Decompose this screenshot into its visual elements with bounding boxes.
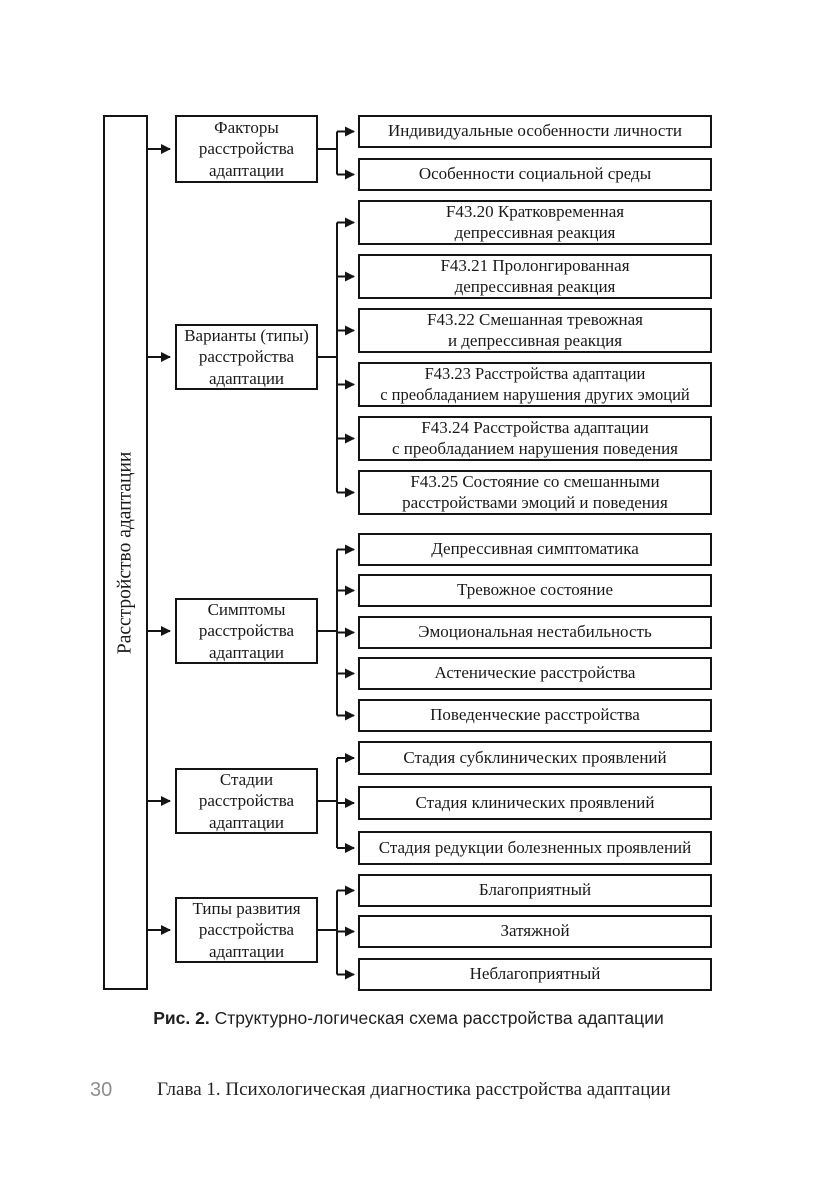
leaf-label: Благоприятный [478,880,592,900]
leaf-label: Неблагоприятный [469,964,601,984]
leaf-label: F43.22 Смешанная тревожная и депрессивна… [427,309,643,350]
leaf-box-emotional-instability: Эмоциональная нестабильность [358,616,712,649]
leaf-box-f43-24: F43.24 Расстройства адаптации с преоблад… [358,416,712,461]
leaf-box-social-environment: Особенности социальной среды [358,158,712,191]
leaf-label: Стадия клинических проявлений [415,792,655,812]
leaf-box-favorable: Благоприятный [358,874,712,907]
leaf-label: Индивидуальные особенности личности [387,121,683,141]
chapter-title: Глава 1. Психологическая диагностика рас… [157,1079,671,1100]
root-box-adjustment-disorder: Расстройство адаптации [103,115,148,990]
leaf-box-reduction-stage: Стадия редукции болезненных проявлений [358,831,712,865]
leaf-box-f43-22: F43.22 Смешанная тревожная и депрессивна… [358,308,712,353]
leaf-label: F43.20 Кратковременная депрессивная реак… [445,201,625,242]
branch-label: Симптомы расстройства адаптации [198,600,295,662]
branch-box-factors: Факторы расстройства адаптации [175,115,318,183]
leaf-box-f43-25: F43.25 Состояние со смешанными расстройс… [358,470,712,515]
leaf-box-asthenic-disorders: Астенические расстройства [358,657,712,690]
leaf-label: Поведенческие расстройства [430,705,640,725]
leaf-label: Особенности социальной среды [418,164,652,184]
branch-label: Факторы расстройства адаптации [198,118,295,180]
leaf-label: Тревожное состояние [456,580,614,600]
branch-box-development-types: Типы развития расстройства адаптации [175,897,318,963]
leaf-box-clinical-stage: Стадия клинических проявлений [358,786,712,820]
leaf-box-behavioral-disorders: Поведенческие расстройства [358,699,712,732]
branch-label: Типы развития расстройства адаптации [192,899,301,961]
leaf-label: Эмоциональная нестабильность [418,622,652,642]
leaf-label: Стадия субклинических проявлений [403,747,667,767]
leaf-box-individual-personality: Индивидуальные особенности личности [358,115,712,148]
leaf-box-f43-23: F43.23 Расстройства адаптации с преоблад… [358,362,712,407]
leaf-box-unfavorable: Неблагоприятный [358,958,712,991]
leaf-label: Затяжной [500,921,570,941]
leaf-label: F43.25 Состояние со смешанными расстройс… [402,471,668,512]
figure-caption-label: Рис. 2. [153,1008,210,1028]
leaf-label: F43.24 Расстройства адаптации с преоблад… [391,417,678,458]
branch-box-variants: Варианты (типы) расстройства адаптации [175,324,318,390]
leaf-label: Депрессивная симптоматика [431,539,639,559]
branch-label: Варианты (типы) расстройства адаптации [184,326,309,388]
branch-box-symptoms: Симптомы расстройства адаптации [175,598,318,664]
page-number: 30 [90,1079,113,1101]
page-footer: 30 Глава 1. Психологическая диагностика … [0,1079,817,1105]
leaf-label: Астенические расстройства [434,663,636,683]
branch-box-stages: Стадии расстройства адаптации [175,768,318,834]
leaf-box-subclinical-stage: Стадия субклинических проявлений [358,741,712,775]
leaf-box-protracted: Затяжной [358,915,712,948]
root-label: Расстройство адаптации [114,451,136,654]
leaf-label: F43.21 Пролонгированная депрессивная реа… [440,255,630,296]
leaf-box-f43-21: F43.21 Пролонгированная депрессивная реа… [358,254,712,299]
leaf-box-f43-20: F43.20 Кратковременная депрессивная реак… [358,200,712,245]
leaf-box-anxiety-state: Тревожное состояние [358,574,712,607]
branch-label: Стадии расстройства адаптации [198,770,295,832]
leaf-label: F43.23 Расстройства адаптации с преоблад… [380,364,690,404]
figure-caption-text: Структурно-логическая схема расстройства… [209,1008,664,1028]
leaf-label: Стадия редукции болезненных проявлений [378,837,692,857]
figure-caption: Рис. 2. Структурно-логическая схема расс… [0,1008,817,1029]
leaf-box-depressive-symptoms: Депрессивная симптоматика [358,533,712,566]
